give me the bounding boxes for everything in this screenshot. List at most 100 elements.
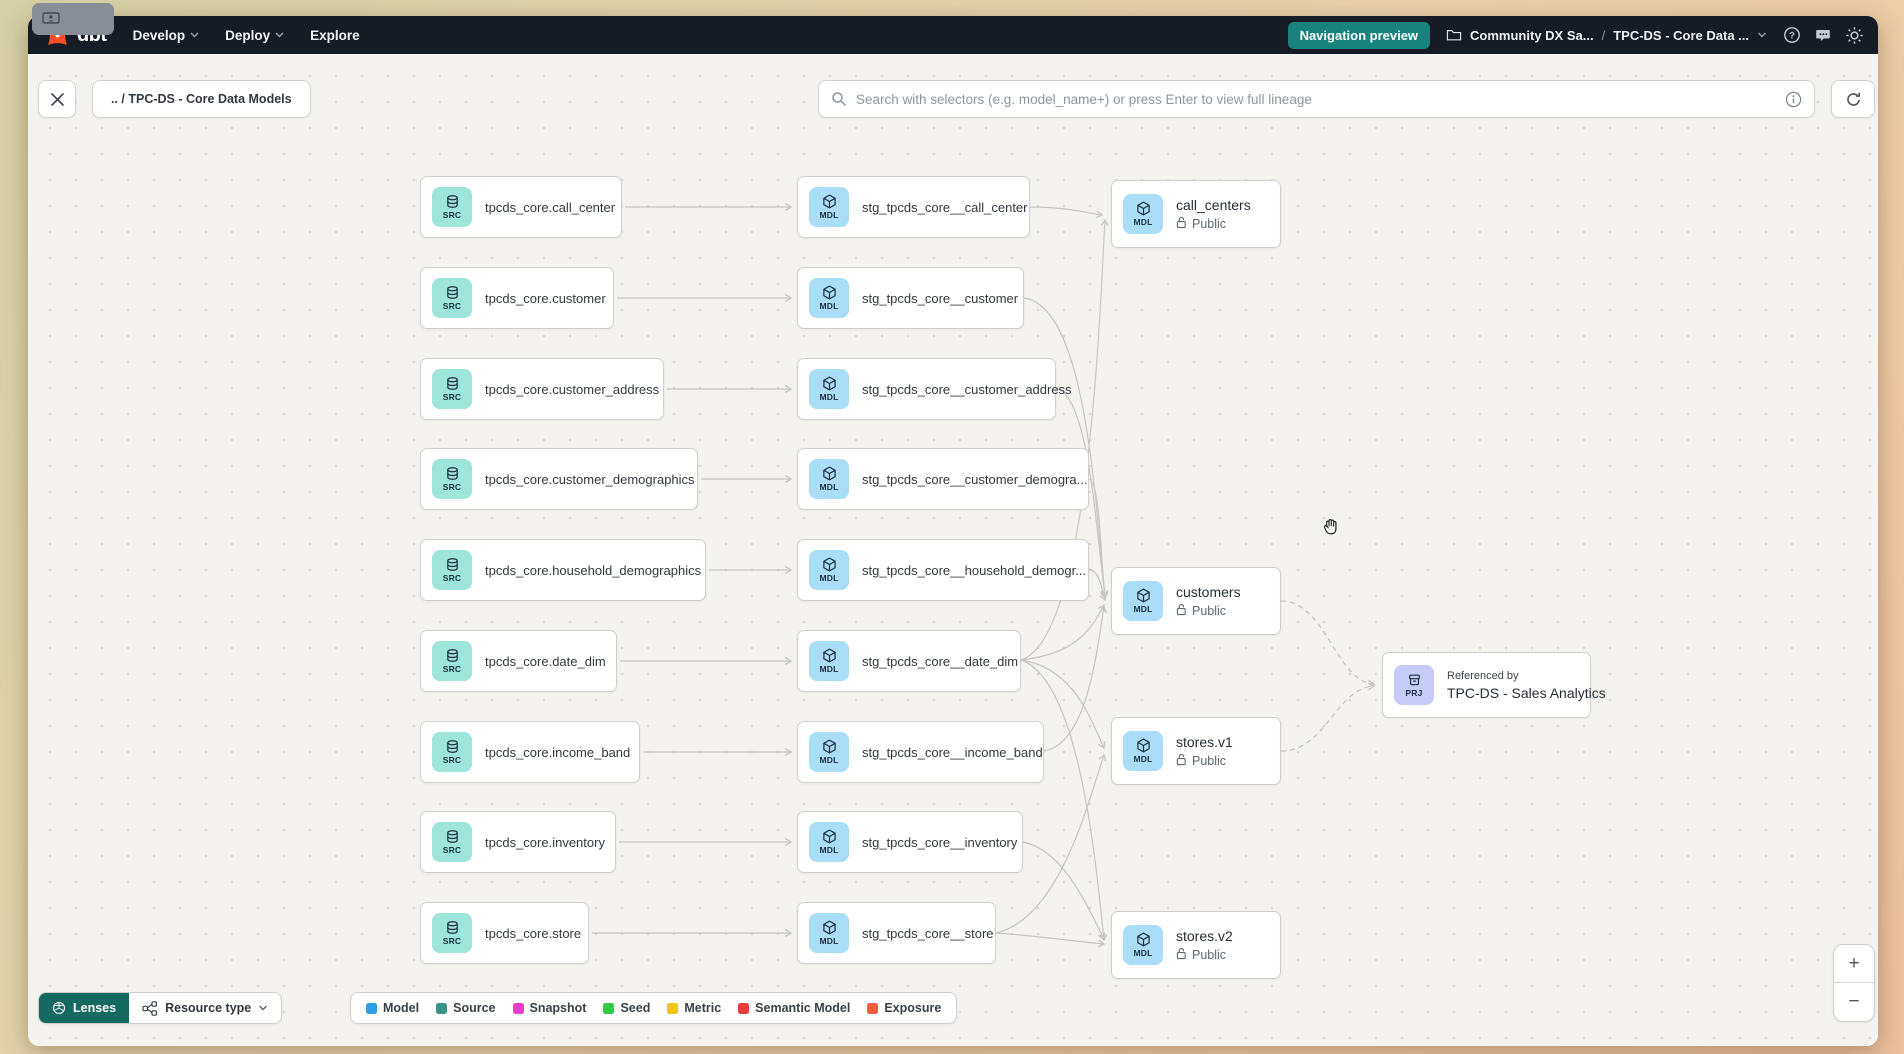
grab-cursor — [1320, 516, 1343, 544]
search-icon — [832, 92, 846, 106]
navbar-right: Navigation preview Community DX Sa... / … — [1287, 21, 1864, 49]
model-icon: MDL — [809, 641, 849, 681]
lenses-button[interactable]: Lenses — [39, 993, 130, 1023]
node-badge-label: MDL — [819, 936, 839, 946]
node-badge-label: MDL — [819, 392, 839, 402]
node-badge-label: SRC — [442, 664, 462, 674]
model-icon: MDL — [809, 459, 849, 499]
model-icon: MDL — [809, 732, 849, 772]
node-label: tpcds_core.customer_address — [485, 381, 660, 397]
lineage-canvas[interactable]: .. / TPC-DS - Core Data Models SRCtpcds_… — [28, 54, 1878, 1046]
zoom-in-button[interactable]: + — [1834, 945, 1874, 983]
legend-swatch — [867, 1002, 879, 1014]
lineage-breadcrumb-chip[interactable]: .. / TPC-DS - Core Data Models — [92, 80, 311, 118]
lineage-edge — [1020, 659, 1108, 942]
node-title: call_centers — [1176, 196, 1251, 213]
node-label: tpcds_core.date_dim — [485, 653, 606, 669]
node-title: stores.v2 — [1176, 927, 1233, 944]
source-icon: SRC — [432, 822, 472, 862]
node-badge-label: SRC — [442, 573, 462, 583]
project-node[interactable]: PRJ Referenced by TPC-DS - Sales Analyti… — [1382, 652, 1606, 718]
model-node[interactable]: MDL stg_tpcds_core__date_dim — [797, 630, 1021, 692]
navigation-preview-button[interactable]: Navigation preview — [1287, 21, 1431, 49]
refresh-button[interactable] — [1831, 80, 1875, 118]
node-badge-label: MDL — [819, 482, 839, 492]
unlock-icon — [1176, 753, 1187, 769]
model-icon: MDL — [1123, 194, 1163, 234]
resource-type-button[interactable]: Resource type — [129, 993, 281, 1023]
zoom-out-button[interactable]: − — [1848, 991, 1860, 1012]
breadcrumb-separator: / — [1601, 27, 1606, 43]
node-badge-label: SRC — [442, 845, 462, 855]
unlock-icon — [1176, 216, 1187, 232]
svg-text:?: ? — [1789, 31, 1795, 42]
source-node[interactable]: SRC tpcds_core.customer_address — [420, 358, 664, 420]
source-icon: SRC — [432, 459, 472, 499]
node-label: stg_tpcds_core__date_dim — [862, 653, 1019, 669]
legend-item: Exposure — [867, 1001, 941, 1015]
node-title: customers — [1176, 583, 1241, 600]
source-node[interactable]: SRC tpcds_core.date_dim — [420, 630, 617, 692]
feedback-icon[interactable] — [1814, 27, 1832, 44]
lineage-edge — [1023, 297, 1109, 598]
breadcrumb-project[interactable]: Community DX Sa... — [1470, 27, 1594, 43]
node-badge-label: SRC — [442, 301, 462, 311]
menu-deploy[interactable]: Deploy — [225, 28, 284, 43]
help-icon[interactable]: ? — [1783, 26, 1801, 44]
lineage-edges — [592, 203, 1376, 948]
main-menu: Develop Deploy Explore — [133, 28, 360, 43]
legend-item: Metric — [667, 1001, 721, 1015]
node-visibility: Public — [1176, 947, 1233, 963]
node-badge-label: SRC — [442, 392, 462, 402]
node-badge-label: MDL — [819, 664, 839, 674]
menu-explore[interactable]: Explore — [310, 28, 360, 43]
model-icon: MDL — [809, 822, 849, 862]
source-icon: SRC — [432, 369, 472, 409]
legend-label: Exposure — [884, 1001, 942, 1015]
model-icon: MDL — [1123, 731, 1163, 771]
node-label: stg_tpcds_core__inventory — [862, 834, 1018, 850]
settings-gear-icon[interactable] — [1845, 26, 1864, 45]
resource-type-label: Resource type — [165, 1001, 252, 1015]
chevron-down-icon — [259, 1005, 268, 1011]
model-icon: MDL — [809, 369, 849, 409]
node-visibility: Public — [1176, 603, 1241, 619]
breadcrumb-page[interactable]: TPC-DS - Core Data ... — [1613, 27, 1749, 43]
lineage-edge — [995, 932, 1106, 948]
chevron-down-icon[interactable] — [1757, 32, 1767, 38]
close-lineage-button[interactable] — [38, 80, 76, 118]
legend-label: Semantic Model — [755, 1001, 851, 1015]
model-node[interactable]: MDL stg_tpcds_core__inventory — [797, 811, 1023, 873]
legend-item: Semantic Model — [738, 1001, 850, 1015]
legend-label: Snapshot — [529, 1001, 587, 1015]
node-badge-label: MDL — [819, 573, 839, 583]
lineage-edge — [1043, 605, 1108, 752]
node-badge-label: MDL — [1133, 604, 1153, 614]
info-icon[interactable] — [1785, 91, 1802, 108]
legend-swatch — [667, 1002, 679, 1014]
search-input[interactable] — [856, 91, 1776, 107]
navbar-icons: ? — [1783, 26, 1864, 45]
legend-swatch — [366, 1002, 377, 1014]
browser-tab-stub — [32, 3, 114, 35]
menu-develop[interactable]: Develop — [133, 28, 200, 43]
model-node[interactable]: MDL stg_tpcds_core__customer_demogra... — [797, 448, 1089, 510]
node-label: stg_tpcds_core__customer_demogra... — [862, 471, 1088, 487]
